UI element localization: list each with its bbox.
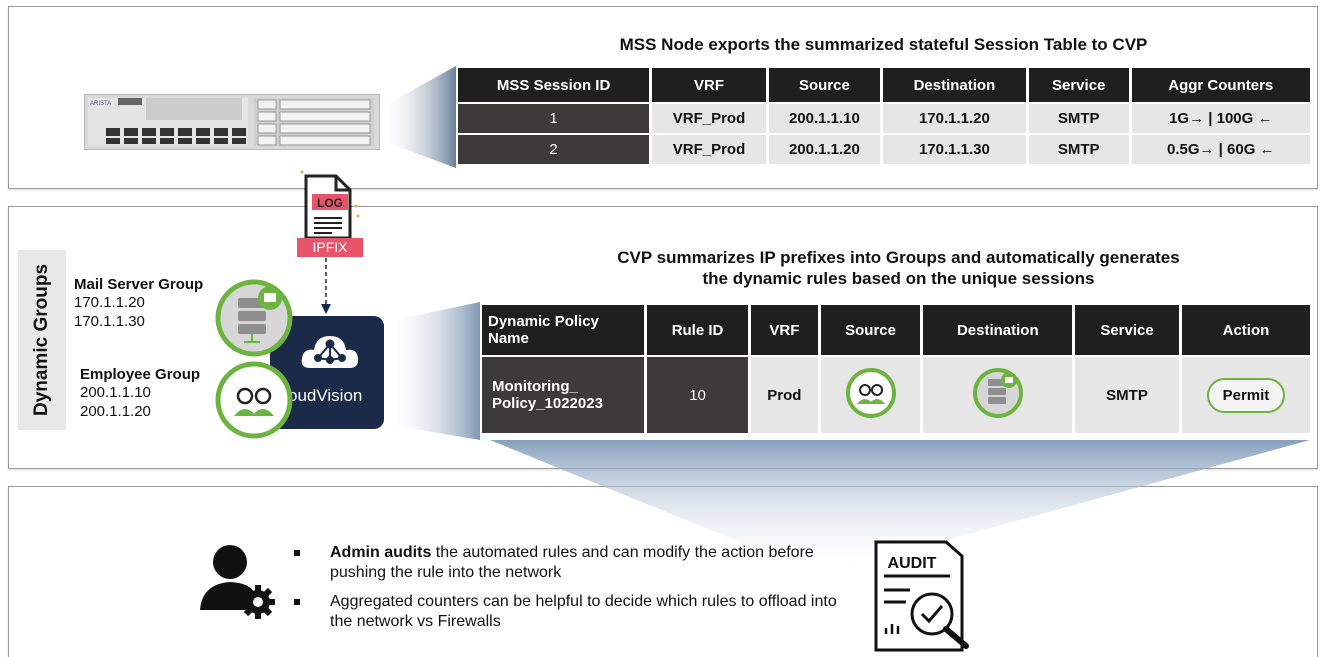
session-id: 1 xyxy=(458,104,650,133)
th-destination: Destination xyxy=(923,305,1073,355)
cloud-network-icon xyxy=(301,336,358,368)
bullet-aggregated-counters: Aggregated counters can be helpful to de… xyxy=(294,592,854,632)
th-action: Action xyxy=(1181,305,1310,355)
th-service: Service xyxy=(1075,305,1179,355)
mail-server-group-icon xyxy=(215,279,293,357)
employee-ip-2: 200.1.1.20 xyxy=(80,403,151,420)
mail-server-group: Mail Server Group 170.1.1.20 170.1.1.30 xyxy=(74,276,203,331)
mail-server-group-icon xyxy=(972,368,1023,418)
service: SMTP xyxy=(1028,135,1129,164)
mail-group-name: Mail Server Group xyxy=(74,276,204,293)
dynamic-policy-table: Dynamic Policy Name Rule ID VRF Source D… xyxy=(479,303,1313,435)
th-aggr-counters: Aggr Counters xyxy=(1131,68,1310,102)
employee-ip-1: 200.1.1.10 xyxy=(80,384,151,401)
session-id: 2 xyxy=(458,135,650,164)
dynamic-groups-label: Dynamic Groups xyxy=(18,250,66,430)
mss-node-device: ARISTA xyxy=(84,94,380,150)
permit-action-badge[interactable]: Permit xyxy=(1206,377,1286,413)
source: 200.1.1.10 xyxy=(768,104,880,133)
table-row: 1 VRF_Prod 200.1.1.10 170.1.1.20 SMTP 1G… xyxy=(458,104,1310,133)
employee-group-icon xyxy=(845,368,896,418)
cloudvision-text: oudVision xyxy=(288,386,363,405)
th-service: Service xyxy=(1028,68,1129,102)
th-source: Source xyxy=(820,305,921,355)
session-table-beam xyxy=(380,66,456,168)
ipfix-label: IPFIX xyxy=(297,238,363,257)
rule-action: Permit xyxy=(1181,357,1310,433)
employee-group: Employee Group 200.1.1.10 200.1.1.20 xyxy=(80,366,200,421)
th-session-id: MSS Session ID xyxy=(458,68,650,102)
audit-document-icon: AUDIT xyxy=(874,540,969,652)
rule-destination xyxy=(923,357,1073,433)
mail-ip-2: 170.1.1.30 xyxy=(74,313,145,330)
bullet-admin-audits: Admin audits the automated rules and can… xyxy=(294,543,854,583)
destination: 170.1.1.20 xyxy=(882,104,1026,133)
policy-name: Monitoring_ Policy_1022023 xyxy=(482,357,644,433)
th-rule-id: Rule ID xyxy=(647,305,749,355)
employee-group-icon xyxy=(215,361,293,439)
rule-vrf: Prod xyxy=(751,357,818,433)
bullet-2-text: Aggregated counters can be helpful to de… xyxy=(330,593,837,630)
rule-source xyxy=(820,357,921,433)
audit-label: AUDIT xyxy=(888,555,937,572)
aggr-counters: 1G→ | 100G ← xyxy=(1131,104,1310,133)
bullet-1-text: the automated rules and can modify the a… xyxy=(330,544,814,581)
th-destination: Destination xyxy=(882,68,1026,102)
policy-table-beam xyxy=(385,302,480,440)
rule-service: SMTP xyxy=(1075,357,1179,433)
device-brand: ARISTA xyxy=(90,101,111,107)
table-row: 2 VRF_Prod 200.1.1.20 170.1.1.30 SMTP 0.… xyxy=(458,135,1310,164)
destination: 170.1.1.30 xyxy=(882,135,1026,164)
rule-id: 10 xyxy=(647,357,749,433)
audit-beam xyxy=(490,440,1310,575)
source: 200.1.1.20 xyxy=(768,135,880,164)
employee-group-name: Employee Group xyxy=(80,366,201,383)
admin-settings-icon xyxy=(200,545,275,619)
bullet-1-bold: Admin audits xyxy=(330,544,432,561)
th-source: Source xyxy=(768,68,880,102)
aggr-counters: 0.5G→ | 60G ← xyxy=(1131,135,1310,164)
session-export-title: MSS Node exports the summarized stateful… xyxy=(619,35,1148,54)
vrf: VRF_Prod xyxy=(652,135,766,164)
mail-ip-1: 170.1.1.20 xyxy=(74,294,145,311)
session-table: MSS Session ID VRF Source Destination Se… xyxy=(455,66,1313,166)
log-file-icon: LOG xyxy=(300,170,360,240)
table-row: Monitoring_ Policy_1022023 10 Prod xyxy=(482,357,1310,433)
log-badge: LOG xyxy=(317,196,343,210)
th-vrf: VRF xyxy=(652,68,766,102)
vrf: VRF_Prod xyxy=(652,104,766,133)
th-policy-name: Dynamic Policy Name xyxy=(482,305,644,355)
service: SMTP xyxy=(1028,104,1129,133)
ipfix-arrow xyxy=(321,258,331,314)
th-vrf: VRF xyxy=(751,305,818,355)
dynamic-rules-title: CVP summarizes IP prefixes into Groups a… xyxy=(617,248,1180,288)
